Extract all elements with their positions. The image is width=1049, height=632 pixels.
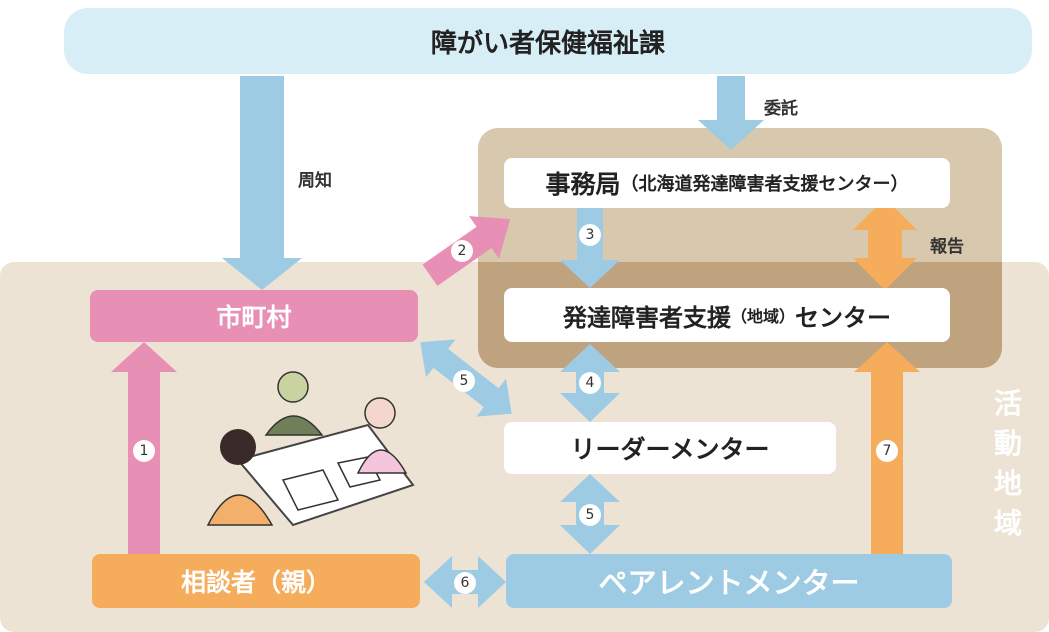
region-char-2: 動 [994,427,1023,460]
municipality-label: 市町村 [216,303,292,332]
support-center-paren: （地域） [730,307,795,326]
secretariat-sub-label: （北海道発達障害者支援センター） [620,174,909,195]
support-center-label-a: 発達障害者支援 [562,303,731,332]
step-5a-badge: 5 [453,370,475,392]
activity-region-label: 活 動 地 域 [994,384,1022,544]
step-1-badge: 1 [133,440,155,462]
notify-label: 周知 [298,171,332,191]
consultation-illustration [206,371,415,527]
step-2-badge: 2 [451,240,473,262]
entrust-arrow [698,76,764,150]
consultant-box: 相談者（親） [92,554,420,608]
notify-arrow [222,76,302,290]
parent-mentor-box: ペアレントメンター [506,554,952,608]
step-4-badge: 4 [579,372,601,394]
municipality-box: 市町村 [90,290,418,342]
region-char-4: 域 [994,507,1023,540]
step-7-badge: 7 [876,440,898,462]
welfare-division-box: 障がい者保健福祉課 [64,8,1032,74]
leader-mentor-box: リーダーメンター [504,422,836,474]
report-arrow [853,198,917,290]
parent-mentor-label: ペアレントメンター [598,566,860,600]
welfare-division-label: 障がい者保健福祉課 [430,28,665,59]
support-center-label-b: センター [795,303,891,332]
report-label: 報告 [930,237,964,257]
step-6-badge: 6 [454,572,476,594]
step-5b-badge: 5 [579,504,601,526]
region-char-3: 地 [994,467,1023,500]
support-center-box: 発達障害者支援 （地域） センター [504,288,950,342]
step3-arrow [560,208,620,288]
region-char-1: 活 [994,387,1023,420]
secretariat-label: 事務局 [545,170,621,199]
step-3-badge: 3 [579,224,601,246]
secretariat-box: 事務局 （北海道発達障害者支援センター） [504,158,950,208]
consultant-label: 相談者（親） [180,568,331,597]
entrust-label: 委託 [764,99,798,119]
leader-mentor-label: リーダーメンター [570,435,770,464]
